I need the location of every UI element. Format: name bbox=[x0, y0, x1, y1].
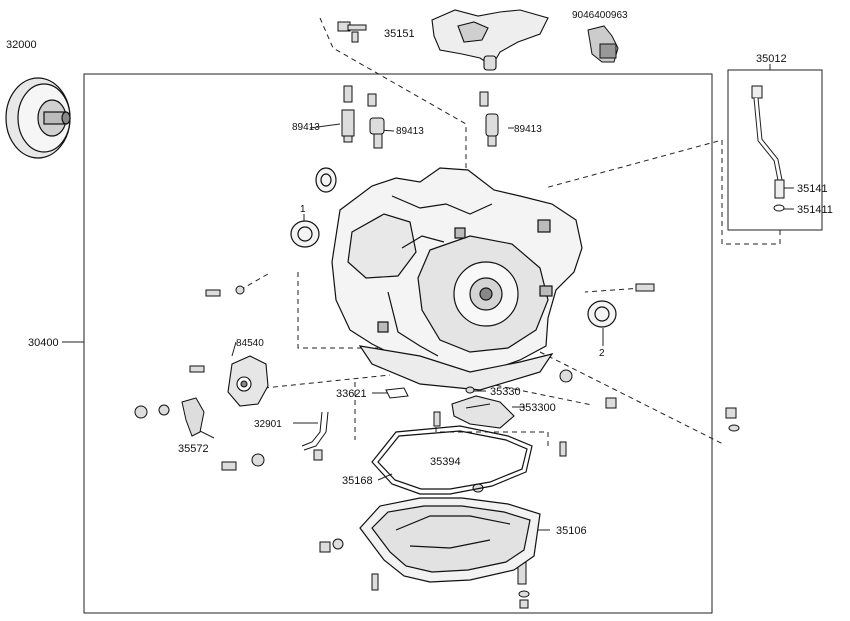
dipstick-inset-frame bbox=[727, 69, 823, 231]
oil-pan-part bbox=[359, 497, 541, 583]
speed-sensor-a-part bbox=[341, 85, 355, 143]
small-fasteners-parts bbox=[134, 283, 740, 609]
callout-9046400963: 9046400963 bbox=[572, 10, 628, 21]
callout-35330: 35330 bbox=[490, 386, 521, 398]
dashed-leaders bbox=[239, 17, 781, 446]
oil-strainer-part bbox=[451, 395, 515, 429]
callout-1: 1 bbox=[300, 204, 306, 215]
transaxle-case-part bbox=[331, 167, 583, 391]
callout-35168: 35168 bbox=[342, 475, 373, 487]
torque-converter-part bbox=[5, 77, 71, 159]
speed-sensor-b-part bbox=[367, 93, 385, 149]
callout-32000: 32000 bbox=[6, 39, 37, 51]
callout-35141: 35141 bbox=[797, 183, 828, 195]
oil-seal-parts bbox=[290, 167, 617, 328]
callout-89413-a: 89413 bbox=[292, 122, 320, 133]
oil-pipe-part bbox=[301, 411, 329, 461]
callout-84540: 84540 bbox=[236, 338, 264, 349]
callout-2: 2 bbox=[599, 348, 605, 359]
callout-30400: 30400 bbox=[28, 337, 59, 349]
dipstick-part bbox=[751, 85, 785, 212]
callout-353300: 353300 bbox=[519, 402, 556, 414]
neutral-switch-part bbox=[227, 355, 269, 407]
callout-89413-c: 89413 bbox=[514, 124, 542, 135]
shift-lever-part bbox=[181, 397, 205, 437]
callout-35106: 35106 bbox=[556, 525, 587, 537]
sensor-connector-part bbox=[587, 25, 619, 63]
callout-351411: 351411 bbox=[797, 204, 833, 216]
assembly-frame bbox=[83, 73, 713, 614]
pan-gasket-part bbox=[371, 425, 533, 495]
callout-33621: 33621 bbox=[336, 388, 367, 400]
callout-35151: 35151 bbox=[384, 28, 415, 40]
speed-sensor-c-part bbox=[479, 91, 499, 147]
cover-bracket-part bbox=[431, 9, 549, 71]
callout-89413-b: 89413 bbox=[396, 126, 424, 137]
small-gasket-part bbox=[385, 387, 409, 399]
callout-35012: 35012 bbox=[756, 53, 787, 65]
callout-35572: 35572 bbox=[178, 443, 209, 455]
callout-35394: 35394 bbox=[430, 456, 461, 468]
bolt-part bbox=[337, 21, 367, 43]
callout-labels: 32000 35151 9046400963 35012 89413 89413… bbox=[6, 10, 833, 537]
callout-32901: 32901 bbox=[254, 419, 282, 430]
